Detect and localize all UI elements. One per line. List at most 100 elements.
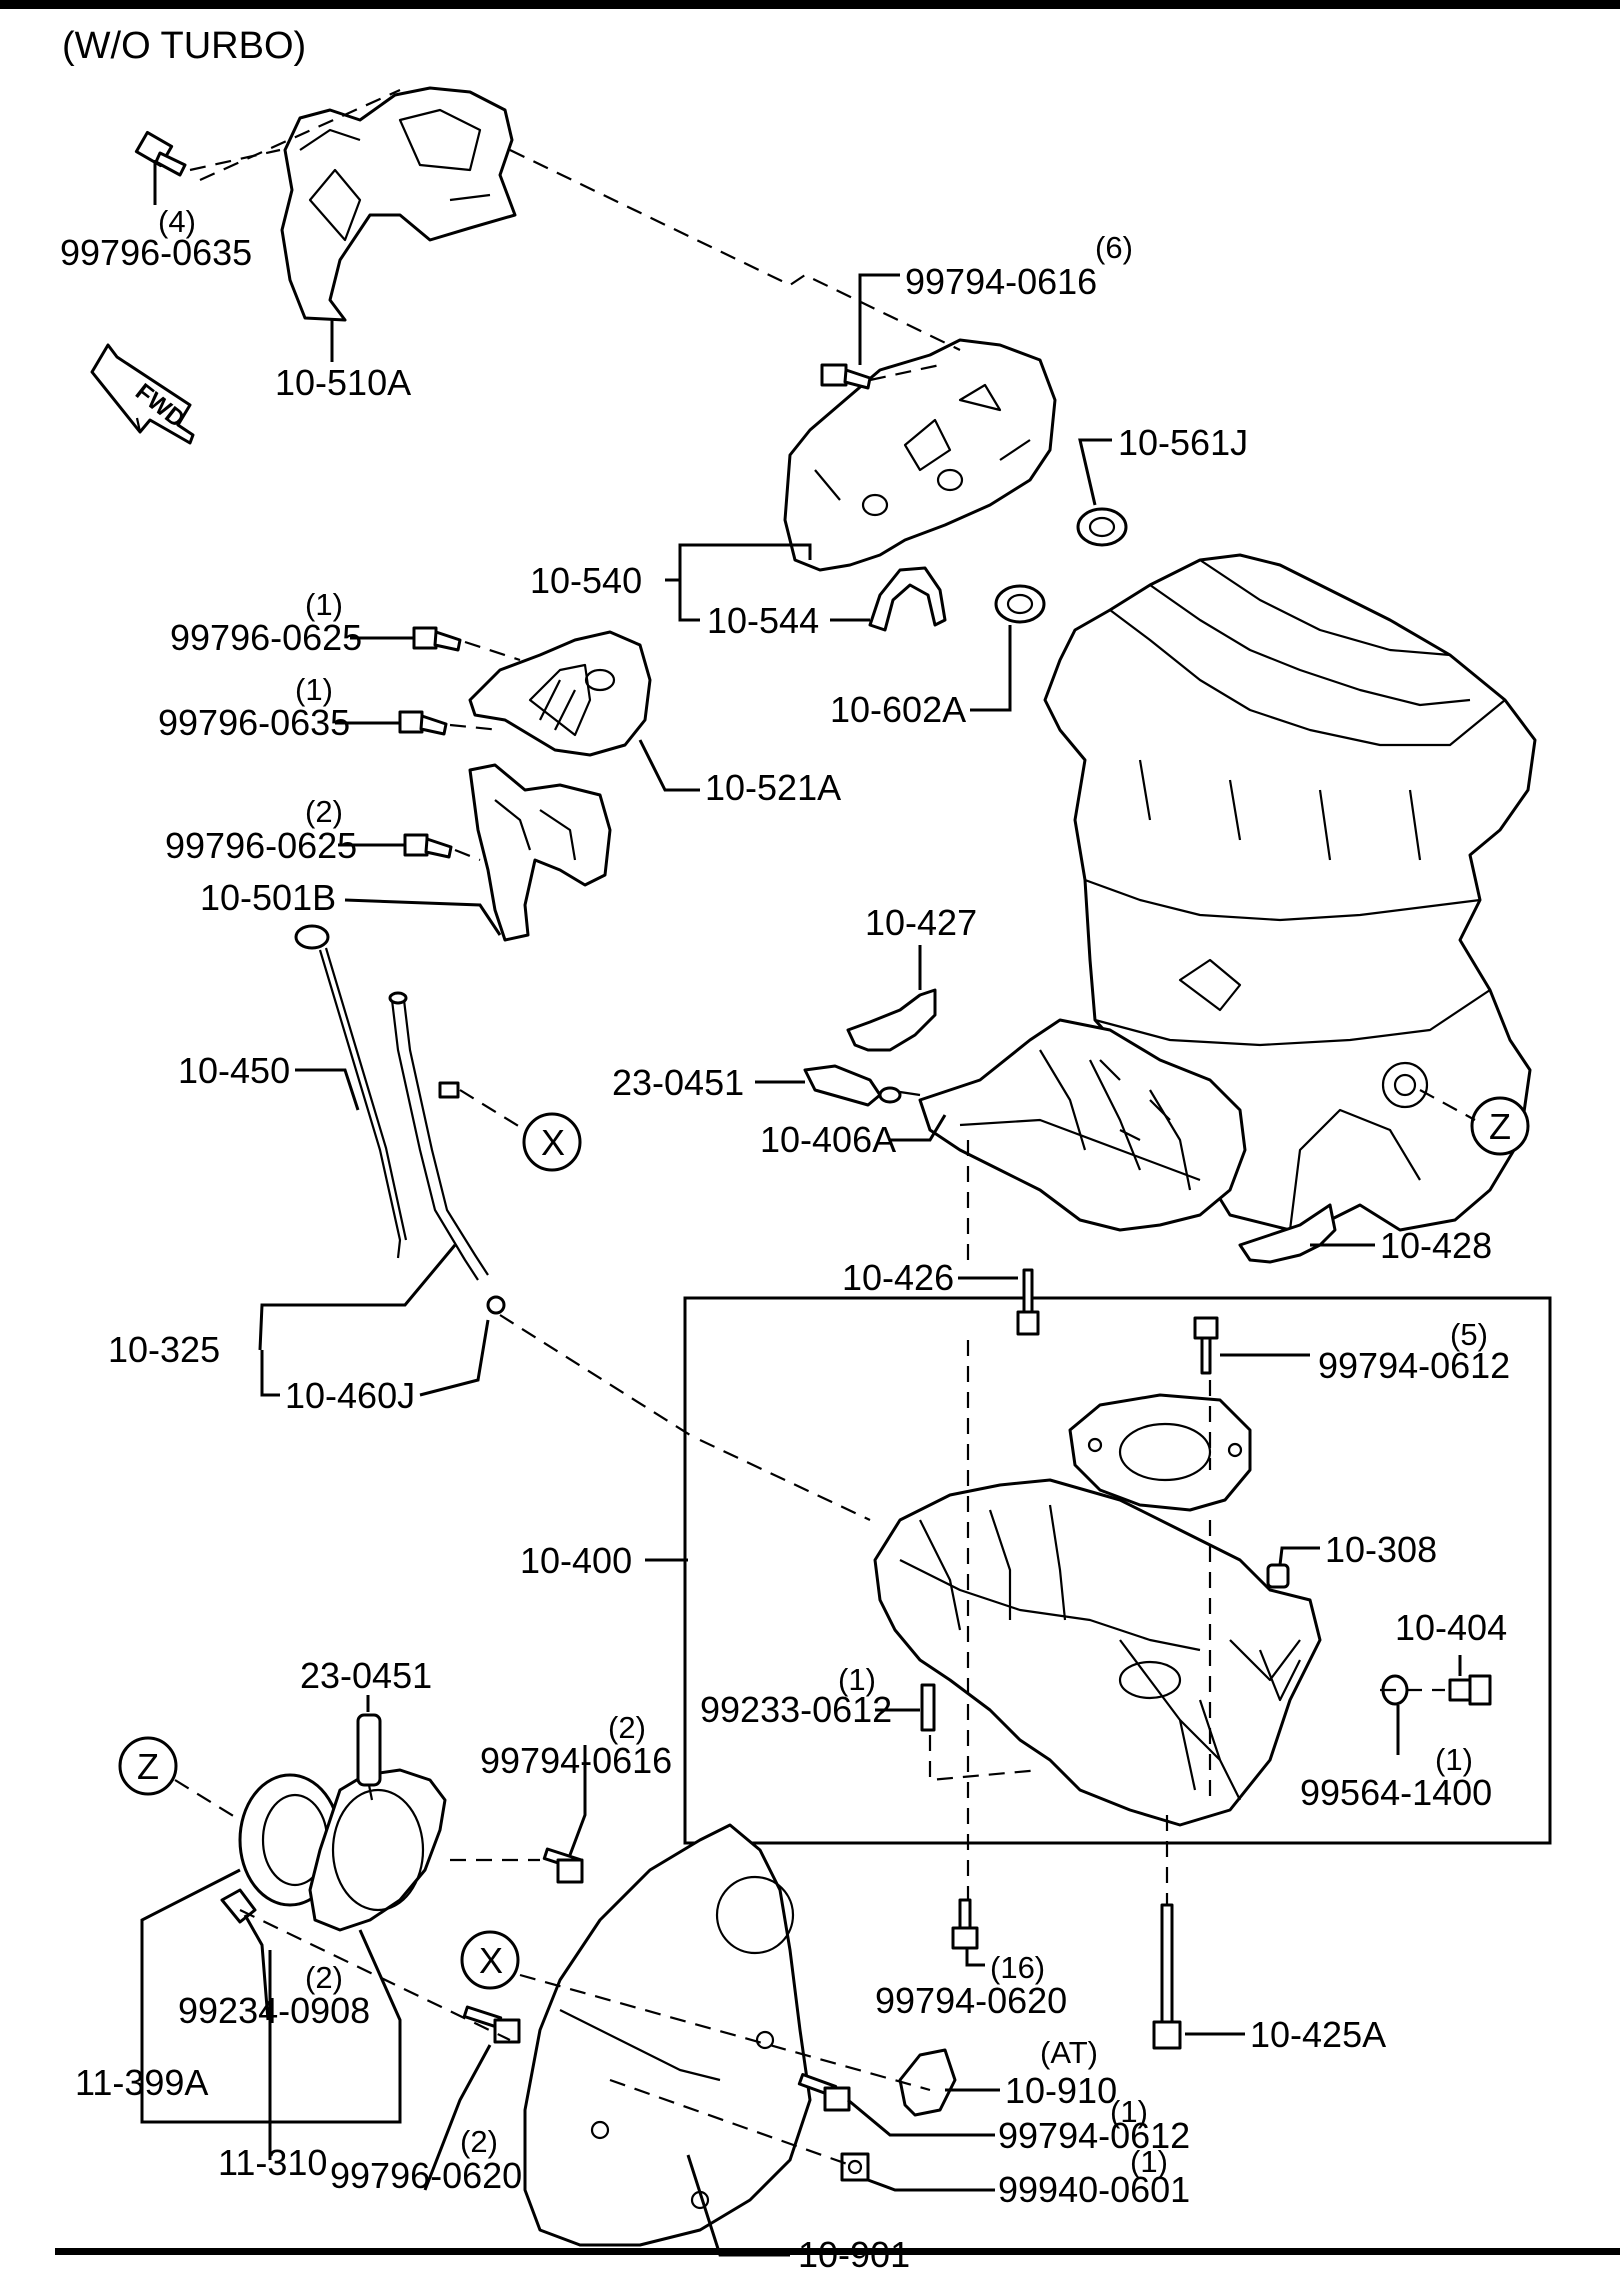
seal-housing-drawing [308,1768,447,1932]
dipstick-drawing [294,924,408,1259]
sensor-drawing [803,1064,921,1107]
qty-99796-0620: (2) [460,2124,498,2159]
label-10-428: 10-428 [1380,1225,1492,1266]
oil-seal-drawing [1076,507,1128,547]
oil-seal-drawing [994,584,1046,624]
label-23-0451-b: 23-0451 [300,1655,432,1696]
label-10-602a: 10-602A [830,689,966,730]
label-99796-0635-b: 99796-0635 [158,702,350,743]
svg-text:X: X [541,1122,565,1163]
gasket-drawing [868,566,947,632]
label-99796-0620: 99796-0620 [330,2155,522,2196]
qty-99940-0601: (1) [1130,2144,1168,2179]
lower-timing-cover-drawing [783,338,1057,572]
qty-99564-1400: (1) [1435,1742,1473,1777]
label-99796-0625-b: 99796-0625 [165,825,357,866]
qty-99794-0620: (16) [990,1950,1045,1985]
qty-99794-0616-a: (6) [1095,230,1133,265]
label-10-325: 10-325 [108,1329,220,1370]
qty-10-910: (AT) [1040,2035,1098,2070]
bolt-drawing [398,710,448,736]
end-plate-drawing [523,1823,812,2247]
qty-99794-0612-b: (1) [1110,2094,1148,2129]
label-10-510a: 10-510A [275,362,411,403]
label-99794-0612-a: 99794-0612 [1318,1345,1510,1386]
label-10-540: 10-540 [530,560,642,601]
bolt-drawing [412,626,462,652]
qty-99796-0625-a: (1) [305,587,343,622]
stud-bolt-drawing [1152,1903,1182,2050]
label-10-425a: 10-425A [1250,2014,1386,2055]
oil-pump-body-drawing [468,763,612,942]
label-99794-0616-b: 99794-0616 [480,1740,672,1781]
callout-x-bottom: X [460,1930,520,1990]
bolt-drawing [951,1898,979,1950]
diagram-title: (W/O TURBO) [62,25,306,67]
dowel-drawing [220,1888,257,1924]
bolt-drawing [403,833,453,859]
label-99564-1400: 99564-1400 [1300,1772,1492,1813]
label-10-901: 10-901 [798,2234,910,2275]
bolt-drawing [542,1847,584,1884]
label-10-404: 10-404 [1395,1607,1507,1648]
callout-z-top: Z [1470,1096,1530,1156]
label-99940-0601: 99940-0601 [998,2169,1190,2210]
qty-99796-0635-a: (4) [158,204,196,239]
label-10-400: 10-400 [520,1540,632,1581]
label-10-521a: 10-521A [705,767,841,808]
dipstick-tube-drawing [388,991,506,1315]
qty-99796-0625-b: (2) [305,794,343,829]
oil-pan-group-box [683,1296,1552,1845]
label-11-310: 11-310 [218,2142,327,2183]
svg-text:Z: Z [1489,1106,1511,1147]
label-99234-0908: 99234-0908 [178,1990,370,2031]
label-10-561j: 10-561J [1118,422,1248,463]
fwd-arrow-icon: FWD [90,343,195,445]
label-10-501b: 10-501B [200,877,336,918]
bolt-drawing [462,2005,521,2044]
label-99796-0635-a: 99796-0635 [60,232,252,273]
callout-z-bottom: Z [118,1736,178,1796]
oil-strainer-drawing [918,1018,1247,1232]
qty-99796-0635-b: (1) [295,672,333,707]
qty-99794-0612-a: (5) [1450,1317,1488,1352]
label-10-910: 10-910 [1005,2070,1117,2111]
label-99794-0612-b: 99794-0612 [998,2115,1190,2156]
callout-x-top: X [522,1112,582,1172]
bolt-drawing [134,130,187,177]
label-10-450: 10-450 [178,1050,290,1091]
bottom-border [55,2248,1620,2255]
qty-99794-0616-b: (2) [608,1710,646,1745]
qty-99234-0908: (2) [305,1960,343,1995]
plug-drawing [1266,1563,1290,1589]
bolt-drawing [820,363,872,390]
bolt-drawing [1016,1268,1040,1336]
assembly-dashed-lines [174,88,1476,2167]
bolt-drawing [1193,1316,1219,1375]
label-10-406a: 10-406A [760,1119,896,1160]
label-99794-0616-a: 99794-0616 [905,261,1097,302]
label-10-544: 10-544 [707,600,819,641]
part-labels: (4) 99796-0635 10-510A (6) 99794-0616 10… [60,204,1510,2275]
label-99794-0620: 99794-0620 [875,1980,1067,2021]
qty-99233-0612: (1) [838,1662,876,1697]
nut-drawing [840,2152,870,2182]
oil-pan-drawing [873,1478,1322,1827]
svg-text:X: X [479,1940,503,1981]
label-99233-0612: 99233-0612 [700,1689,892,1730]
label-11-399a: 11-399A [75,2062,208,2103]
bracket-drawing [1238,1203,1337,1264]
label-10-460j: 10-460J [285,1375,415,1416]
oil-pump-drawing [468,630,652,757]
label-10-426: 10-426 [842,1257,954,1298]
label-23-0451-a: 23-0451 [612,1062,744,1103]
drain-plug-drawing [1448,1674,1492,1706]
sensor-drawing [356,1713,382,1801]
upper-timing-cover-drawing [280,86,517,322]
top-border [0,0,1620,9]
label-10-308: 10-308 [1325,1529,1437,1570]
pin-drawing [920,1683,936,1732]
label-99796-0625-a: 99796-0625 [170,617,362,658]
bracket-drawing [846,988,937,1052]
